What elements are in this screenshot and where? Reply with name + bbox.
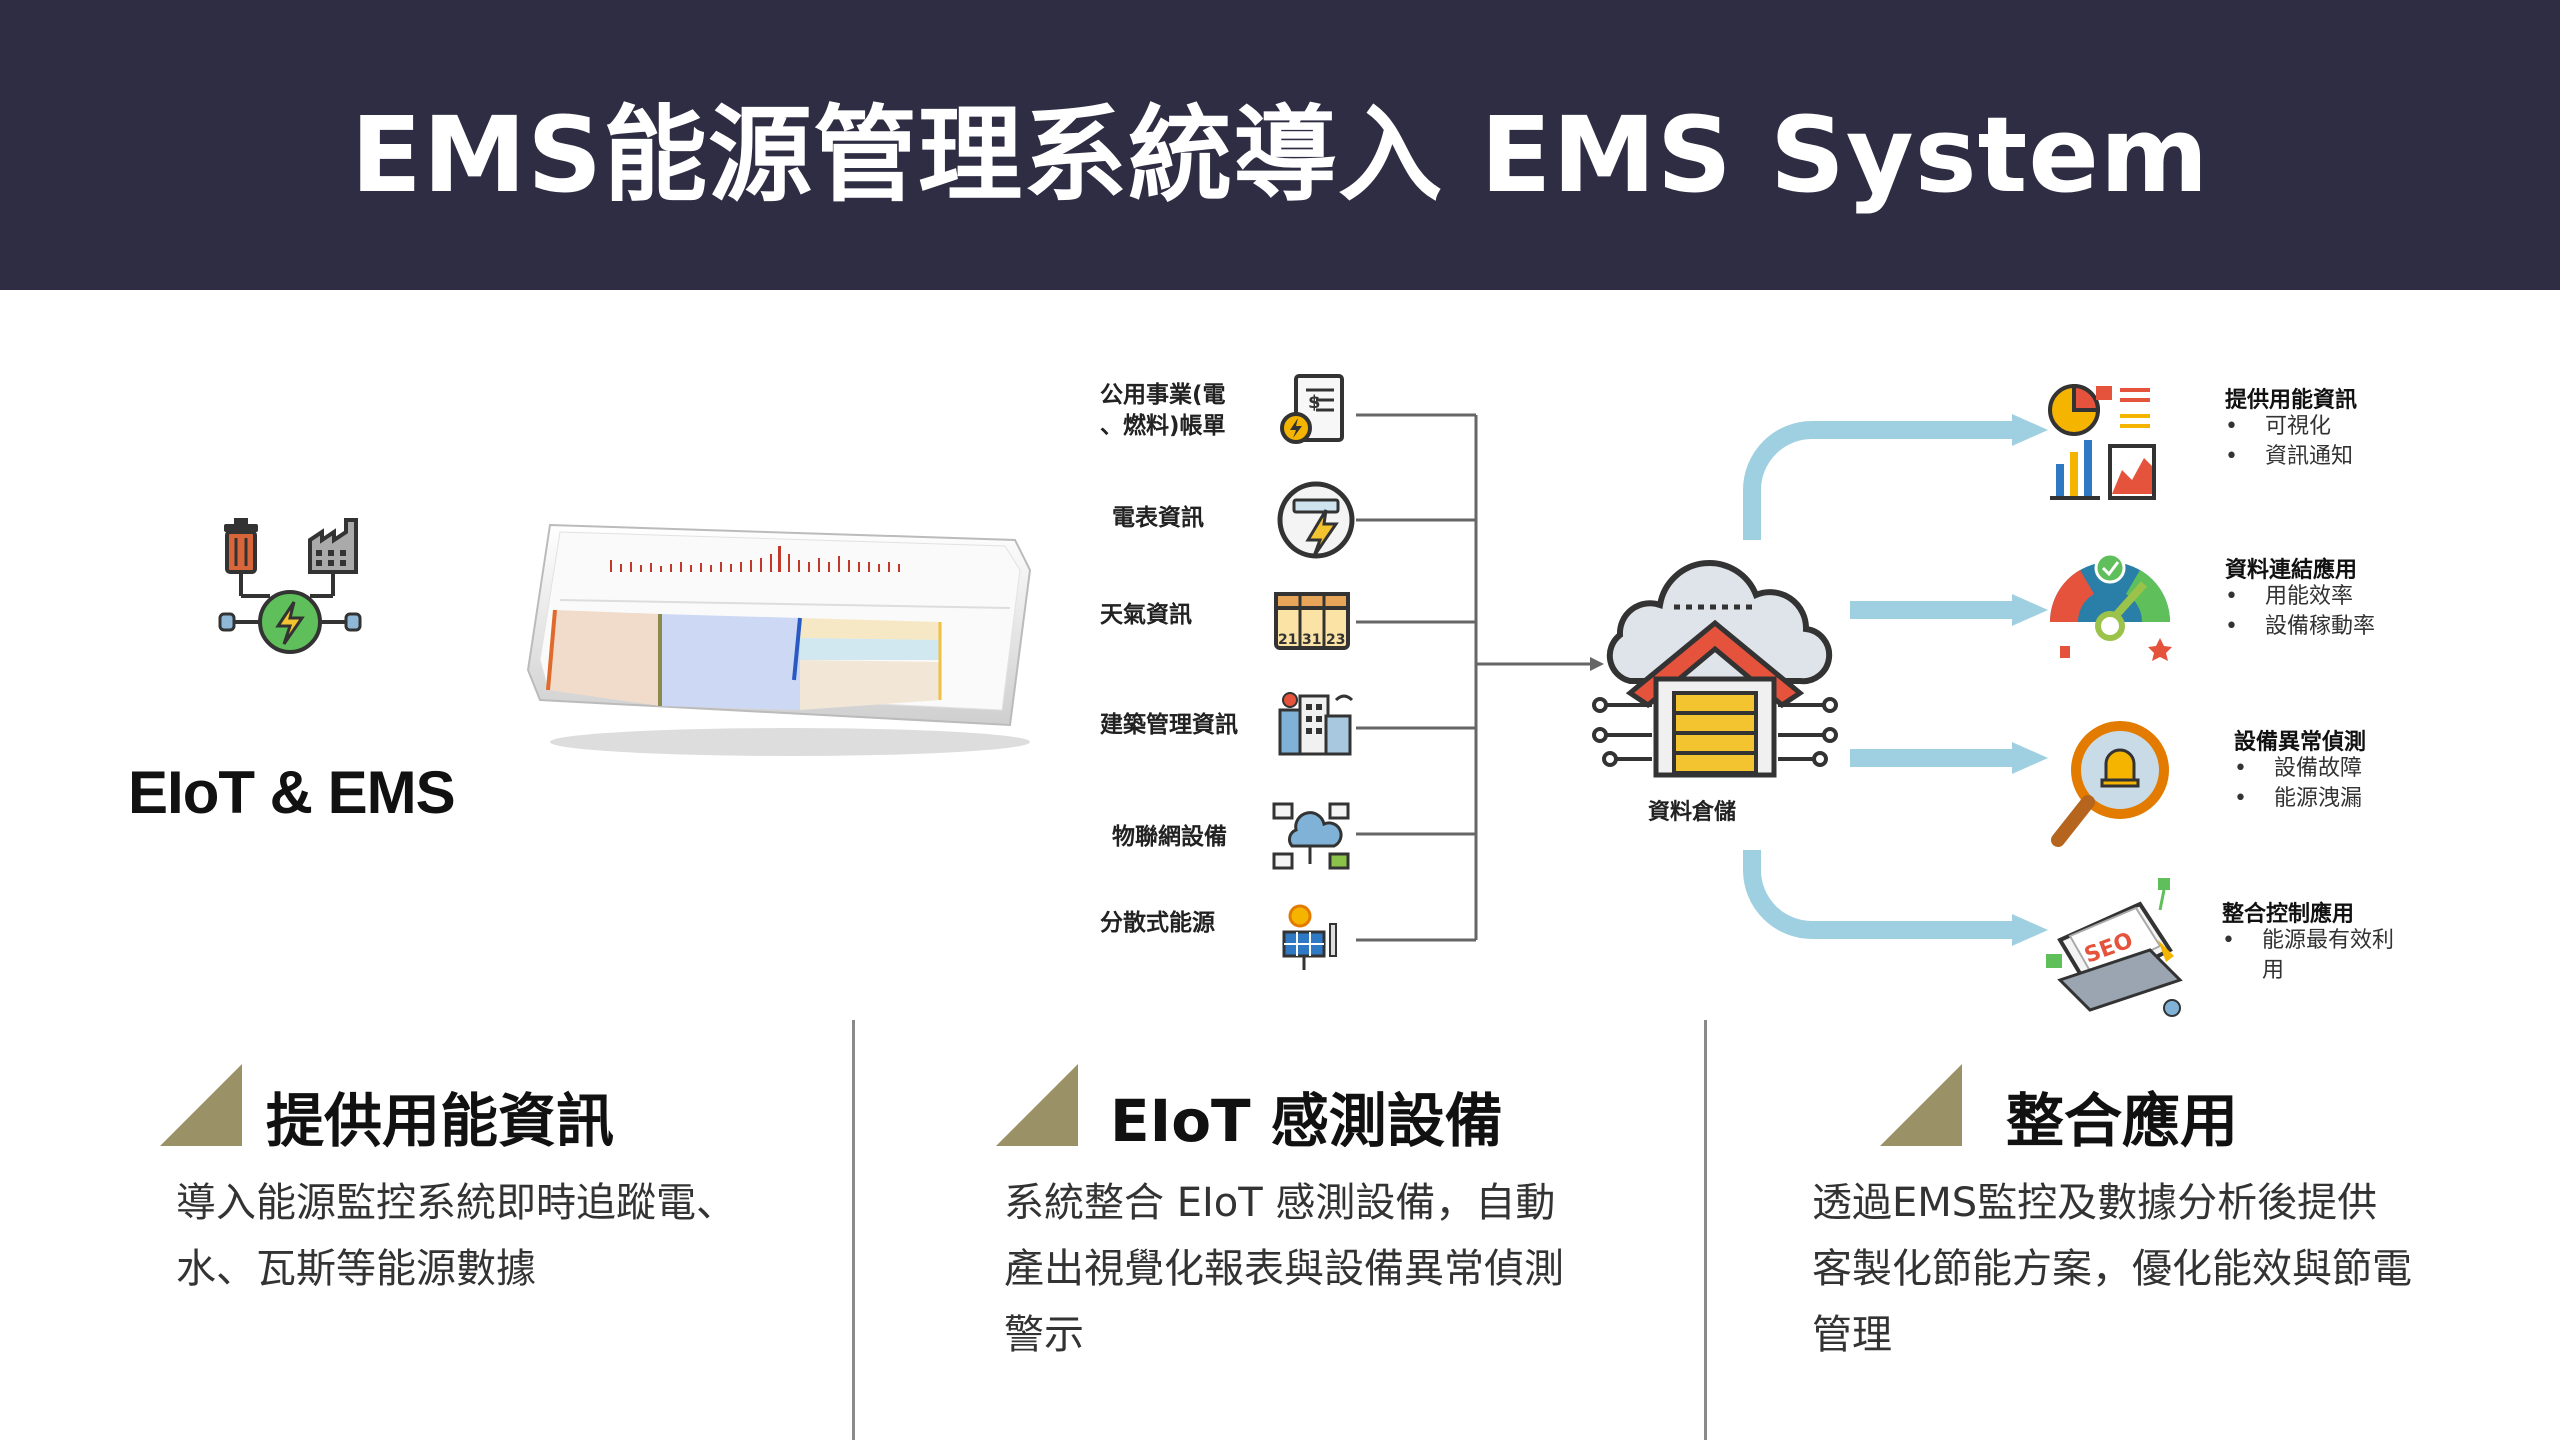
iot-device-icon [1272,802,1350,870]
output-item: 可視化 [2225,412,2353,442]
analytics-dashboard-icon [2048,383,2156,500]
output-title-integrated-control: 整合控制應用 [2222,902,2355,927]
column-accent-triangle [996,1064,1078,1146]
solar-panel-icon [1282,904,1337,970]
output-icons: SEO [2046,383,2183,1017]
trash-can-icon [224,518,258,574]
output-item: 能源洩漏 [2234,784,2362,814]
efficiency-gauge-icon [2050,552,2172,661]
column-title-eiot-sensor: EIoT 感測設備 [1110,1087,1503,1155]
source-label-meter: 電表資訊 [1112,505,1204,531]
dashboard-sankey-chart [546,609,942,710]
building-icon [1278,692,1354,756]
svg-text:21: 21 [1278,632,1297,648]
output-item: 用能效率 [2225,582,2375,612]
source-label-utility-bill: 公用事業(電 、燃料)帳單 [1100,382,1226,439]
output-title-energy-info: 提供用能資訊 [2225,388,2358,413]
meter-icon [1277,481,1355,559]
column-body-energy-info: 導入能源監控系統即時追蹤電、水、瓦斯等能源數據 [176,1180,736,1292]
bill-icon: $ [1280,374,1344,444]
output-item: 設備故障 [2234,754,2362,784]
anomaly-alarm-magnifier-icon [2051,721,2169,847]
svg-text:31: 31 [1302,632,1321,648]
output-list-anomaly: 設備故障 能源洩漏 [2234,754,2362,814]
output-list-integrated-control: 能源最有效利 用 [2222,926,2442,986]
dashboard-tablet-image [526,523,1032,756]
storage-label: 資料倉儲 [1648,800,1737,825]
output-item: 能源最有效利 用 [2222,926,2442,986]
data-warehouse-icon [1592,560,1838,778]
output-title-anomaly: 設備異常偵測 [2234,730,2367,755]
column-title-integration: 整合應用 [2006,1087,2239,1155]
source-label-building: 建築管理資訊 [1100,712,1238,738]
column-accent-triangle [160,1064,242,1146]
eiot-ems-logo-text: EIoT & EMS [128,759,456,826]
column-divider [852,1020,855,1440]
column-divider [1704,1020,1707,1440]
factory-icon [308,518,358,574]
column-title-energy-info: 提供用能資訊 [266,1087,615,1155]
output-title-data-link: 資料連結應用 [2225,558,2358,583]
column-body-integration: 透過EMS監控及數據分析後提供客製化節能方案，優化能效與節電管理 [1812,1180,2412,1358]
output-list-data-link: 用能效率 設備稼動率 [2225,582,2375,642]
source-label-weather: 天氣資訊 [1100,602,1192,628]
output-item: 資訊通知 [2225,442,2353,472]
column-body-eiot-sensor: 系統整合 EIoT 感測設備，自動產出視覺化報表與設備異常偵測警示 [1004,1180,1564,1358]
page-title: EMS能源管理系統導入 EMS System [350,93,2210,216]
weather-calendar-icon: 21 31 23 [1274,592,1350,650]
svg-text:$: $ [1308,392,1321,413]
column-accent-triangle [1880,1064,1962,1146]
eiot-ems-icon [218,518,362,654]
svg-text:23: 23 [1326,632,1345,648]
output-list-energy-info: 可視化 資訊通知 [2225,412,2353,472]
integrated-control-laptop-icon: SEO [2046,878,2183,1017]
source-label-distributed-energy: 分散式能源 [1100,910,1215,936]
source-icons-and-connectors: $ 21 31 23 [1272,374,1604,970]
dashboard-bar-chart [610,546,900,572]
source-label-iot: 物聯網設備 [1112,824,1227,850]
header-bar: EMS能源管理系統導入 EMS System [0,0,2560,290]
output-item: 設備稼動率 [2225,612,2375,642]
output-arrows [1743,414,2048,946]
